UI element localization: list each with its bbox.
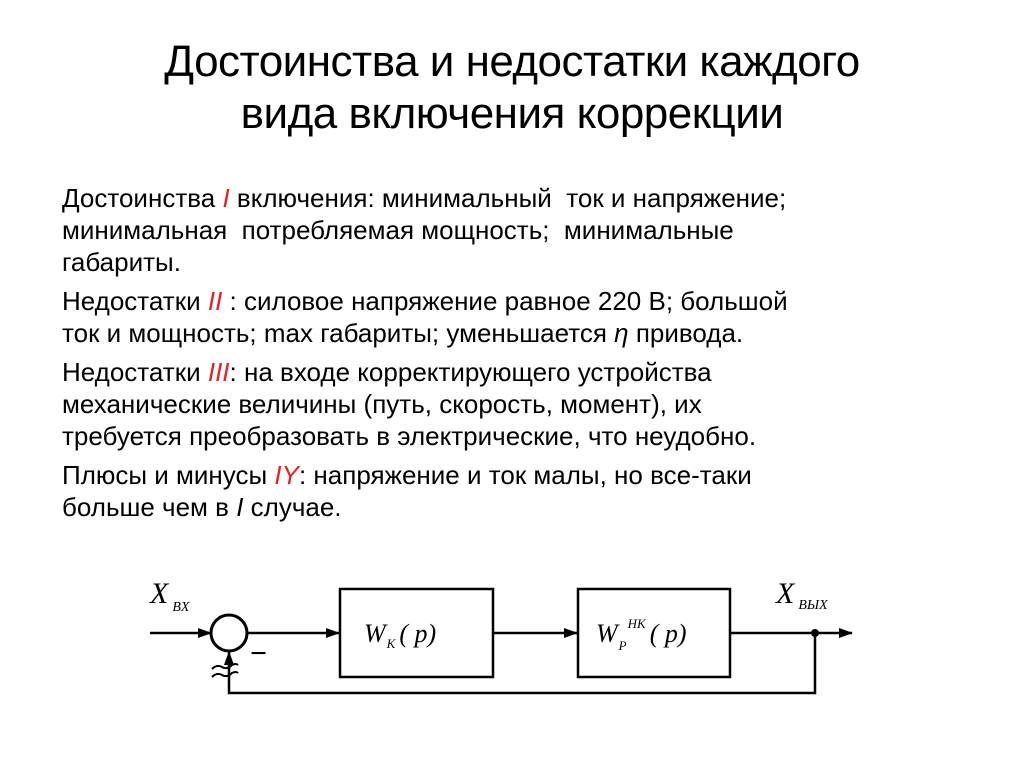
- text-segment: : напряжение и ток малы, но все-таки: [298, 460, 752, 490]
- text-line: минимальная потребляемая мощность; миним…: [62, 215, 734, 245]
- input-signal-subscript: BX: [172, 600, 190, 615]
- text-segment: ток и мощность; max габариты; уменьшаетс…: [62, 318, 615, 348]
- minus-sign: −: [250, 637, 267, 670]
- text-segment: Плюсы и минусы: [62, 460, 275, 490]
- text-line: Плюсы и минусы IY: напряжение и ток малы…: [62, 459, 1012, 491]
- block2-superscript: HK: [627, 616, 647, 631]
- roman-numeral-mark: II: [207, 286, 223, 316]
- output-signal-subscript: BЫX: [798, 598, 828, 613]
- text-line: Достоинства I включения: минимальный ток…: [62, 182, 1012, 214]
- text-line: Недостатки III: на входе корректирующего…: [62, 356, 1012, 388]
- block1-W: W: [364, 619, 388, 648]
- text-segment: : на входе корректирующего устройства: [229, 357, 712, 387]
- text-segment: привода.: [628, 318, 744, 348]
- text-segment: Достоинства: [62, 183, 223, 213]
- block1-subscript: K: [386, 636, 397, 651]
- roman-numeral-mark: IY: [274, 460, 299, 490]
- block1-argument: ( p): [399, 619, 436, 648]
- block2-argument: ( p): [650, 619, 687, 648]
- output-signal-label: X: [775, 577, 796, 610]
- paragraph-disadvantages-iii: Недостатки III: на входе корректирующего…: [62, 356, 1012, 452]
- title-line-2: вида включения коррекции: [240, 89, 784, 138]
- roman-numeral-mark: I: [222, 183, 230, 213]
- block2-label: WPHK( p): [596, 616, 687, 653]
- text-line: требуется преобразовать в электрические,…: [62, 421, 757, 451]
- text-segment: случае.: [243, 492, 342, 522]
- title-line-1: Достоинства и недостатки каждого: [164, 37, 860, 86]
- text-segment: Недостатки: [62, 286, 208, 316]
- paragraph-pros-cons-iy: Плюсы и минусы IY: напряжение и ток малы…: [62, 459, 1012, 523]
- text-line: ток и мощность; max габариты; уменьшаетс…: [62, 317, 1012, 349]
- text-line: габариты.: [62, 247, 181, 277]
- block2-W: W: [596, 619, 620, 648]
- summing-junction: [209, 613, 249, 653]
- slide-title: Достоинства и недостатки каждого вида вк…: [0, 36, 1024, 140]
- text-segment: Недостатки: [62, 357, 208, 387]
- text-line: механические величины (путь, скорость, м…: [62, 389, 702, 419]
- text-segment: : силовое напряжение равное 220 В; больш…: [222, 286, 788, 316]
- slide-body: Достоинства I включения: минимальный ток…: [62, 182, 1012, 530]
- text-line: Недостатки II : силовое напряжение равно…: [62, 285, 1012, 317]
- input-signal-label: X: [149, 577, 170, 610]
- eta-symbol: η: [614, 318, 629, 348]
- text-segment: включения: минимальный ток и напряжение;: [229, 183, 787, 213]
- paragraph-advantages-i: Достоинства I включения: минимальный ток…: [62, 182, 1012, 278]
- block1-label: WK( p): [364, 619, 436, 651]
- roman-numeral-inline: I: [236, 492, 244, 522]
- text-line: больше чем в I случае.: [62, 491, 1012, 523]
- feedback-path: [224, 633, 817, 695]
- roman-numeral-mark: III: [207, 357, 230, 387]
- text-segment: больше чем в: [62, 492, 237, 522]
- nonlinear-feedback-icon: [211, 663, 239, 678]
- paragraph-disadvantages-ii: Недостатки II : силовое напряжение равно…: [62, 285, 1012, 349]
- block2-subscript: P: [618, 638, 627, 653]
